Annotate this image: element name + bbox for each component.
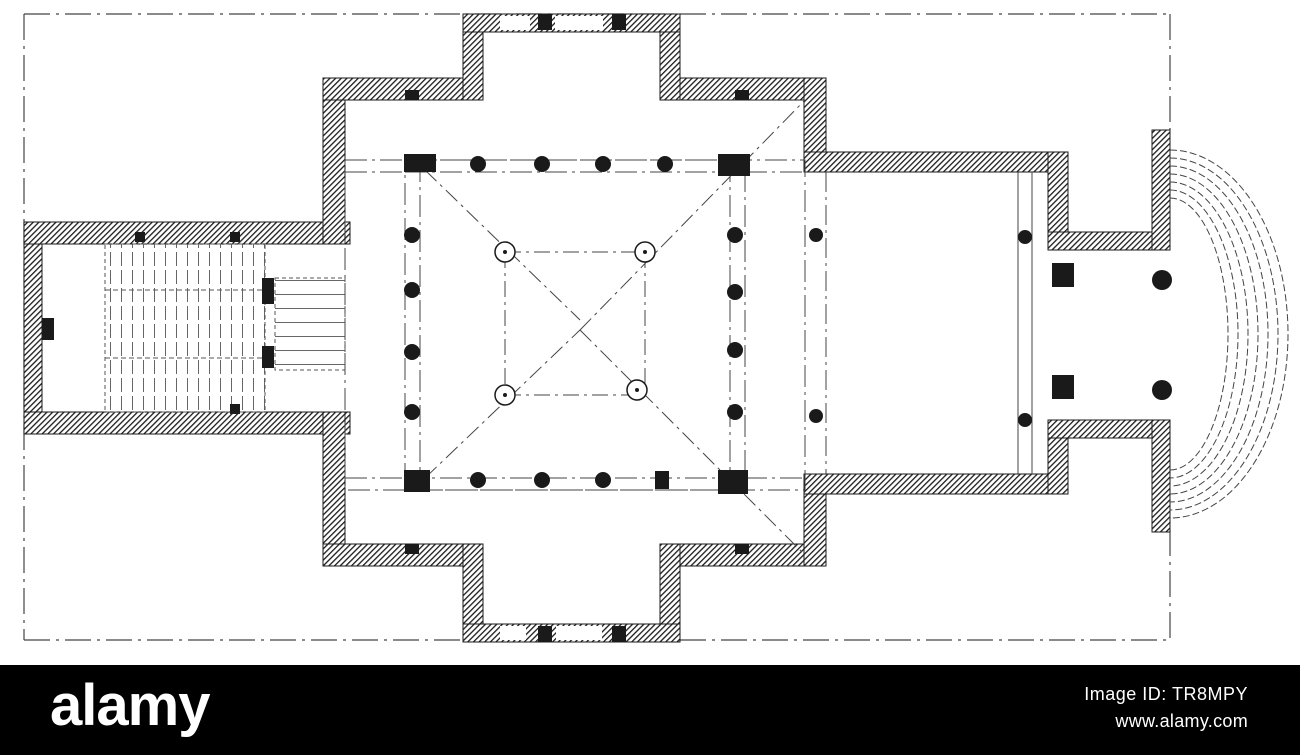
arm-details xyxy=(405,14,749,642)
alamy-logo: alamy xyxy=(50,673,210,738)
floor-plan-drawing xyxy=(23,13,1289,643)
staircase xyxy=(104,243,346,413)
peristyle-columns xyxy=(404,154,823,494)
vault-diagonals xyxy=(424,99,806,556)
east-hall xyxy=(825,172,1033,474)
piers-west xyxy=(42,232,274,414)
porch-columns xyxy=(1052,263,1172,400)
semicircular-steps xyxy=(1169,149,1289,519)
image-id-label: Image ID: TR8MPY xyxy=(1084,684,1248,704)
door-openings xyxy=(500,16,603,640)
watermark-footer xyxy=(0,665,1300,755)
dome-column-centers xyxy=(503,250,647,397)
colonnade-lines xyxy=(344,159,806,491)
floor-plan-svg xyxy=(23,13,1289,643)
site-url-label: www.alamy.com xyxy=(1115,711,1248,731)
